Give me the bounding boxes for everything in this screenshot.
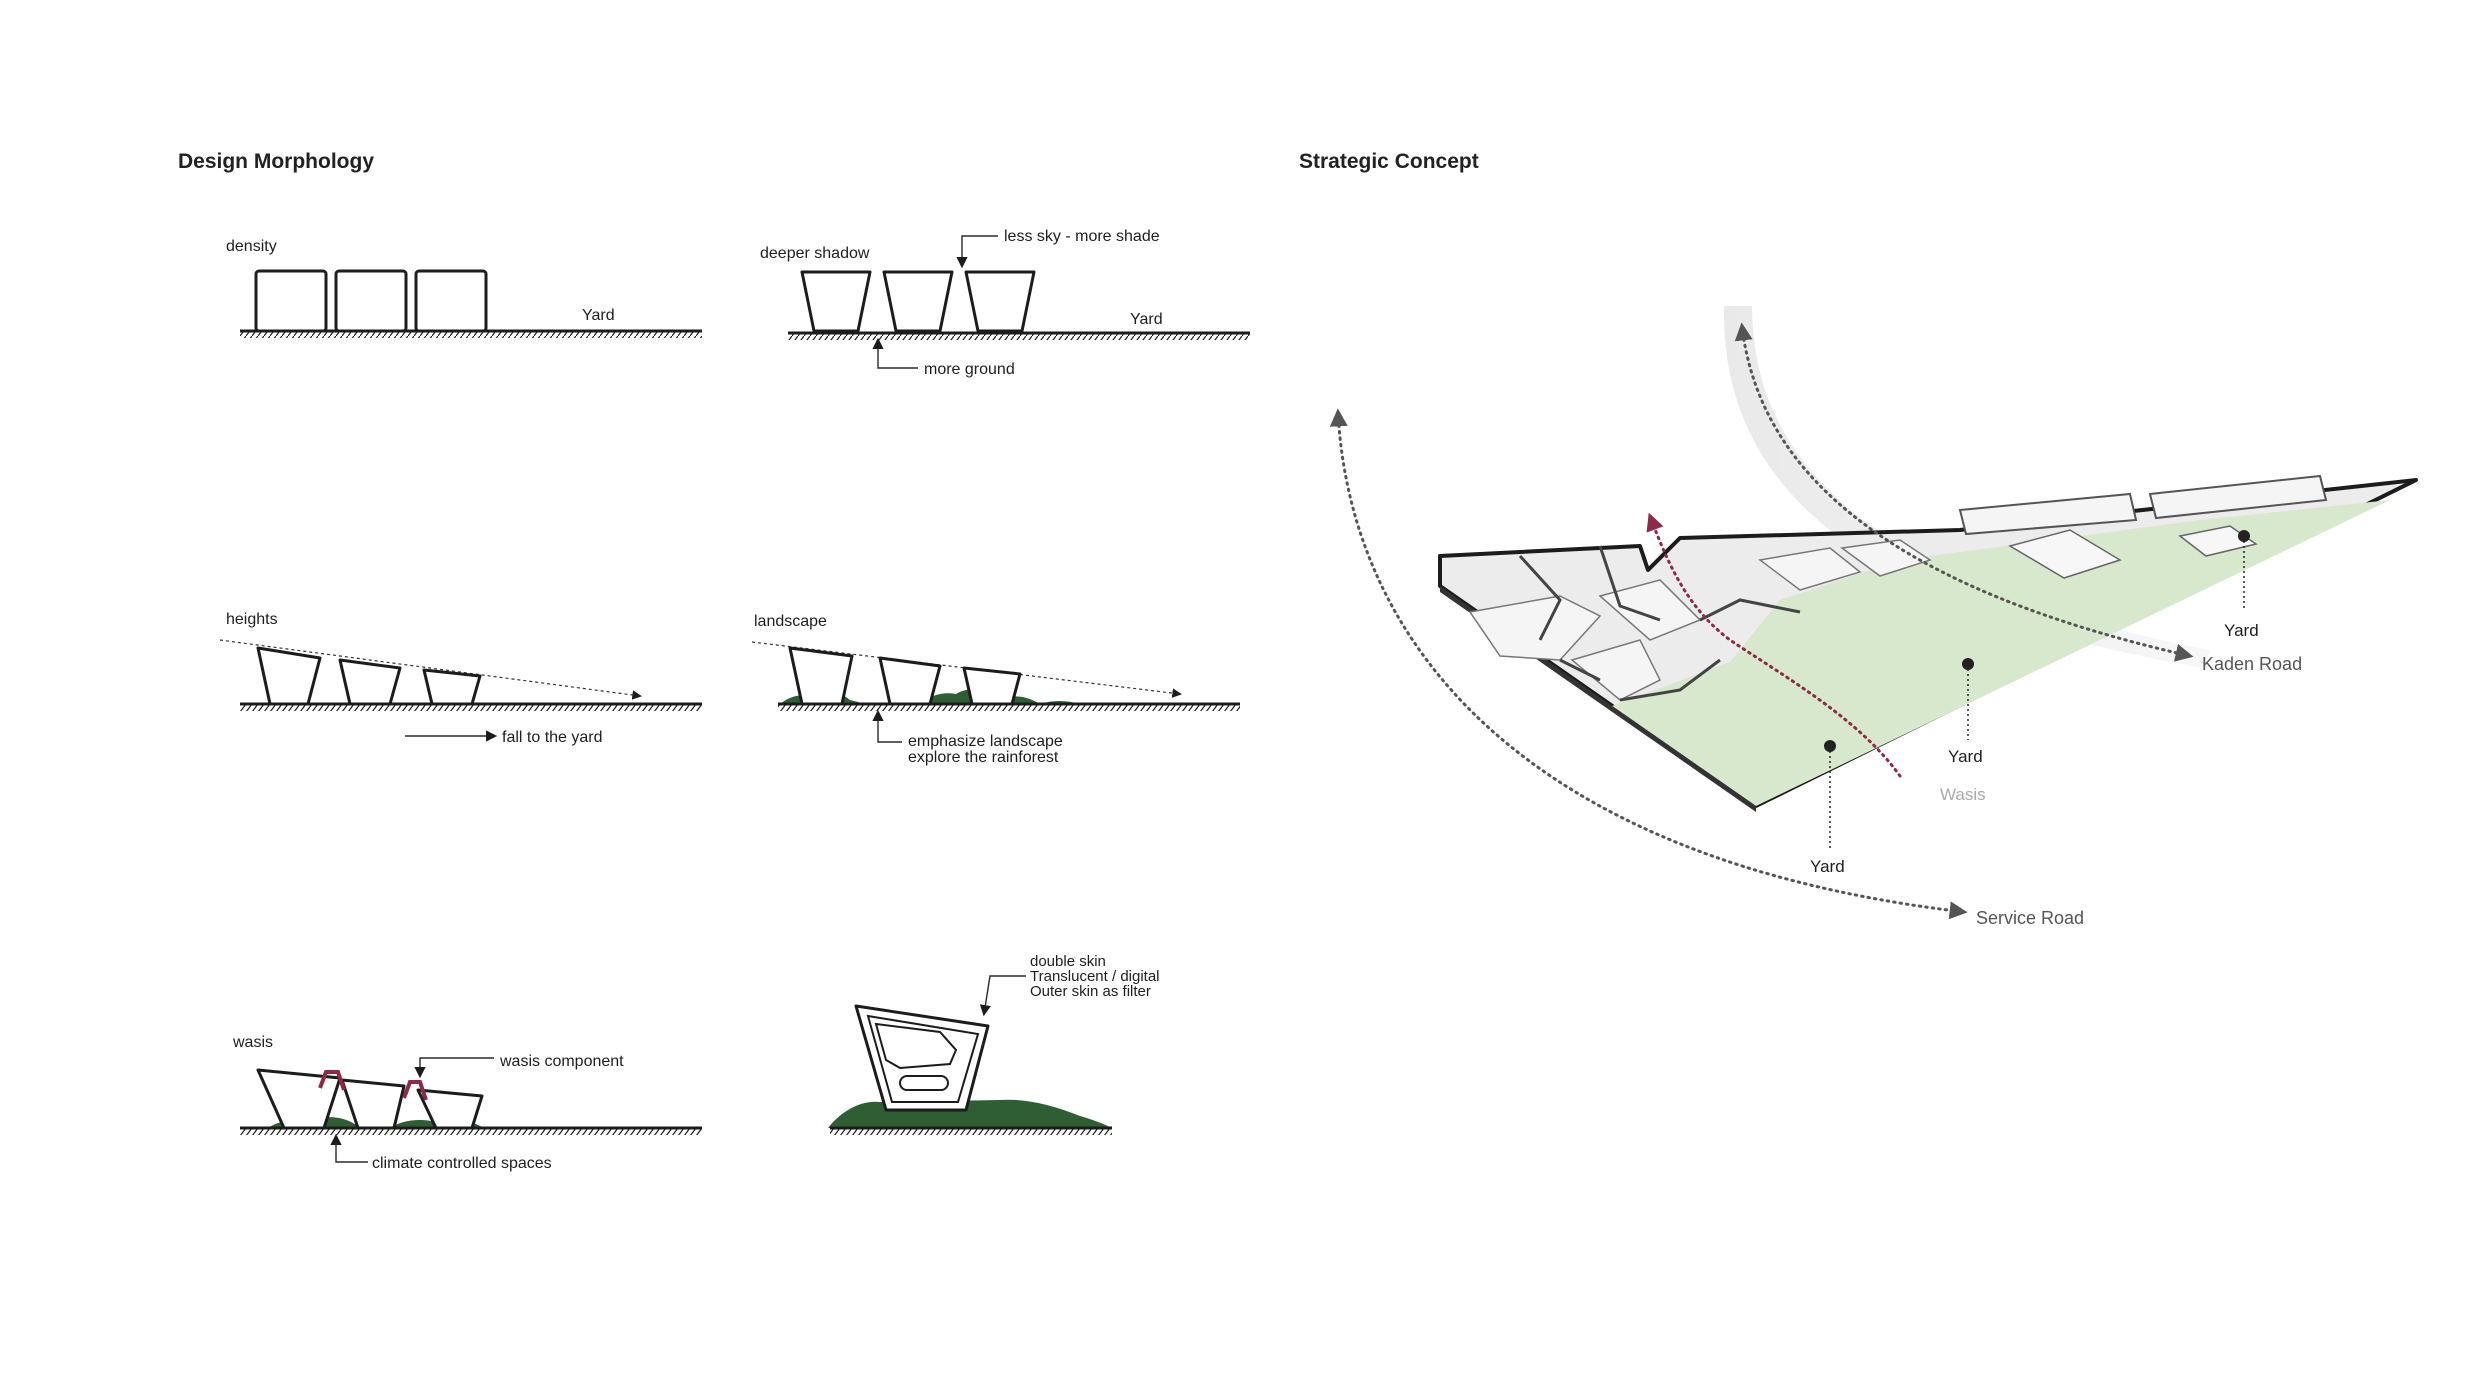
more-ground-leader xyxy=(872,337,918,369)
kaden-road-label: Kaden Road xyxy=(2202,654,2302,674)
landscape-leader xyxy=(872,709,902,743)
site-block-9 xyxy=(2178,525,2258,557)
service-road-arrow xyxy=(1329,408,1968,920)
design-morphology-title: Design Morphology xyxy=(178,150,374,173)
wasis-element-2 xyxy=(402,1080,428,1101)
wasis-component-leader xyxy=(414,1057,494,1079)
skin-note-2: Translucent / digital xyxy=(1030,968,1160,985)
deeper-shadow-diagram: deeper shadow less sky - more shade Yard… xyxy=(760,228,1250,378)
yard-label-bottom: Yard xyxy=(1810,857,1845,876)
wasis-component-label: wasis component xyxy=(499,1053,624,1070)
density-block-3 xyxy=(414,269,488,333)
climate-leader xyxy=(330,1133,368,1163)
heights-block-2 xyxy=(338,658,402,706)
landscape-diagram: landscape emphasize landscape explore th… xyxy=(751,613,1240,766)
landscape-block-2 xyxy=(878,656,942,706)
density-diagram: density Yard xyxy=(226,238,702,338)
density-ground-hatch xyxy=(240,331,702,338)
climate-note: climate controlled spaces xyxy=(372,1155,552,1172)
landscape-label: landscape xyxy=(754,613,827,630)
more-ground-note: more ground xyxy=(924,361,1015,378)
density-yard-label: Yard xyxy=(582,307,615,324)
wasis-element-1 xyxy=(318,1070,346,1091)
shadow-block-3 xyxy=(964,270,1036,333)
shadow-block-2 xyxy=(882,270,954,333)
wasis-ground-hatch xyxy=(240,1128,702,1135)
heights-label: heights xyxy=(226,611,278,628)
deeper-shadow-label: deeper shadow xyxy=(760,245,870,262)
wasis-block-2 xyxy=(340,1078,406,1130)
shadow-ground-hatch xyxy=(788,333,1250,340)
skin-inner-shell xyxy=(866,1014,980,1103)
yard-label-mid: Yard xyxy=(1948,747,1983,766)
shadow-yard-label: Yard xyxy=(1130,311,1163,328)
less-sky-leader xyxy=(956,235,998,269)
skin-ground-hatch xyxy=(830,1128,1112,1135)
service-road-label: Service Road xyxy=(1976,908,2084,928)
heights-block-1 xyxy=(256,646,322,706)
landscape-note-1: emphasize landscape xyxy=(908,733,1063,750)
skin-note-1: double skin xyxy=(1030,953,1106,970)
density-block-2 xyxy=(334,269,408,333)
heights-diagram: heights fall to the yard xyxy=(219,611,702,746)
skin-window-upper xyxy=(874,1022,958,1070)
wasis-label-map: Wasis xyxy=(1940,785,1986,804)
landscape-ground-hatch xyxy=(778,704,1240,711)
landscape-note-2: explore the rainforest xyxy=(908,749,1059,766)
fall-to-yard-note: fall to the yard xyxy=(502,729,603,746)
shadow-block-1 xyxy=(800,270,872,333)
heights-slope-dashed xyxy=(219,639,642,700)
less-sky-note: less sky - more shade xyxy=(1004,228,1160,245)
site-axonometric: Yard Kaden Road Yard Wasis Yard Service … xyxy=(1329,306,2418,928)
double-skin-diagram: double skin Translucent / digital Outer … xyxy=(828,953,1160,1135)
wasis-block-1 xyxy=(256,1068,342,1130)
skin-window-lower xyxy=(899,1075,949,1091)
density-label: density xyxy=(226,238,277,255)
skin-note-3: Outer skin as filter xyxy=(1030,983,1151,1000)
strategic-concept-title: Strategic Concept xyxy=(1299,150,1479,173)
yard-label-right: Yard xyxy=(2224,621,2259,640)
landscape-block-3 xyxy=(962,666,1022,706)
density-block-1 xyxy=(254,269,328,333)
skin-leader xyxy=(979,975,1026,1017)
heights-ground-hatch xyxy=(240,704,702,711)
heights-block-3 xyxy=(422,668,482,706)
landscape-block-1 xyxy=(788,646,854,706)
skin-vegetation xyxy=(828,1099,1112,1128)
wasis-diagram: wasis wasis component climate controlled… xyxy=(232,1034,702,1172)
wasis-label: wasis xyxy=(232,1034,273,1051)
